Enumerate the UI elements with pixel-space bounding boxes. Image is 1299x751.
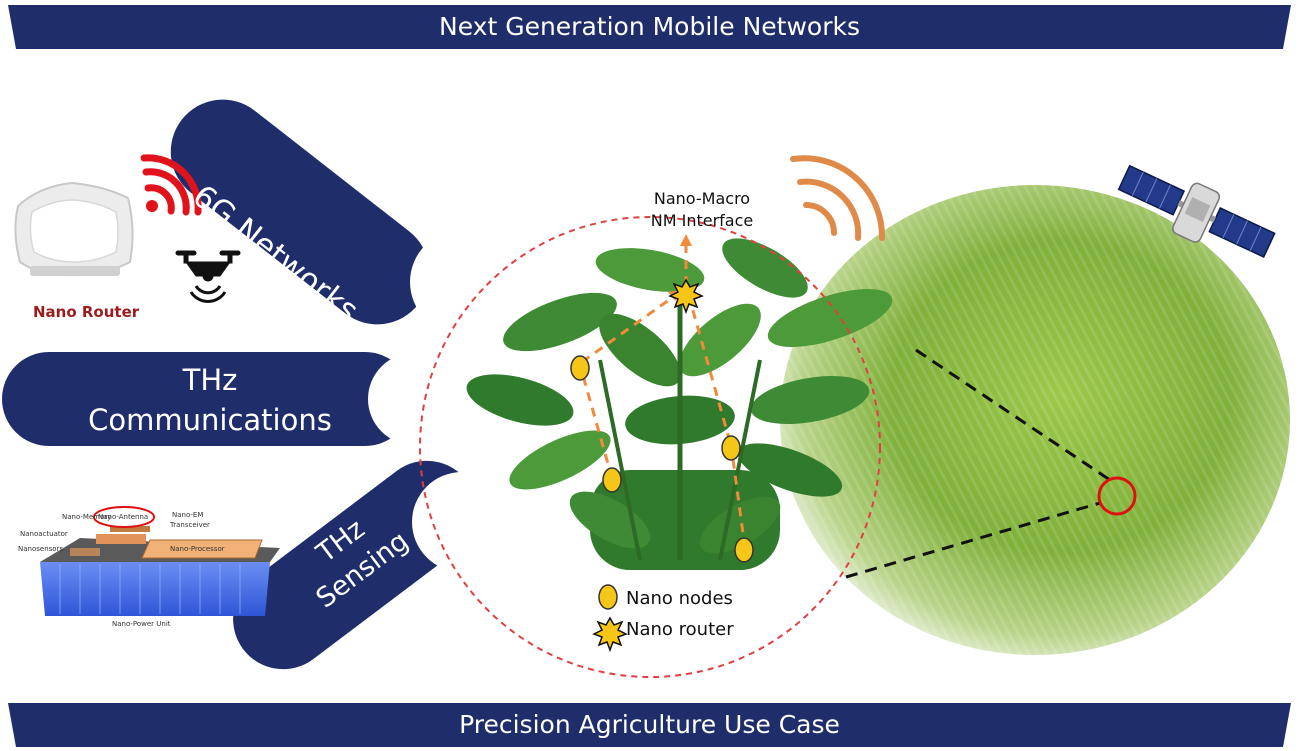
legend-node-icon: [598, 584, 618, 610]
nano-router-device-label: Nano Router: [33, 303, 140, 321]
nm-interface-line: NM Interface: [650, 211, 754, 230]
field-image: [780, 185, 1290, 655]
chip-label-em: Nano-EM: [172, 511, 204, 519]
nm-interface-line: Nano-Macro: [653, 189, 751, 208]
wifi-signal-icon: [790, 155, 886, 241]
chip-label-memory: Nano-Memory: [62, 513, 112, 521]
nano-router-marker: [668, 278, 704, 315]
legend-router-icon: [592, 616, 628, 653]
pill-6g-networks: [170, 99, 514, 334]
pill-label-line: THz: [182, 363, 238, 397]
chip-label-actuator: Nanoactuator: [20, 530, 68, 538]
target-circle: [1097, 476, 1137, 516]
pill-thz-sensing: [233, 460, 512, 670]
legend-router-label: Nano router: [626, 619, 734, 640]
chip-label-transceiver: Transceiver: [170, 521, 210, 529]
pill-label-thz-communications: THz Communications: [70, 360, 350, 440]
legend-nodes-label: Nano nodes: [626, 588, 733, 609]
satellite-icon: [1117, 164, 1276, 258]
top-banner: Next Generation Mobile Networks: [8, 5, 1291, 49]
drone-icon: [175, 250, 241, 303]
bottom-banner: Precision Agriculture Use Case: [8, 703, 1291, 747]
bottom-banner-title: Precision Agriculture Use Case: [459, 710, 840, 739]
data-path-arrows: [580, 240, 747, 549]
zoom-lines: [845, 348, 1111, 579]
nm-interface-label: Nano-Macro NM Interface: [640, 188, 764, 232]
zoom-circle: [419, 216, 881, 678]
plant-image: [466, 238, 893, 570]
pill-thz-communications: [2, 352, 460, 446]
nano-nodes: [570, 355, 754, 563]
router-device-icon: [14, 181, 134, 277]
pill-label-line: Communications: [88, 403, 332, 437]
nano-chip-icon: [40, 506, 280, 616]
chip-label-power: Nano-Power Unit: [112, 620, 171, 628]
wifi-signal-icon: [140, 154, 202, 216]
chip-label-processor: Nano-Processor: [170, 545, 225, 553]
chip-label-sensors: Nanosensors: [18, 545, 64, 553]
top-banner-title: Next Generation Mobile Networks: [439, 12, 860, 41]
chip-label-antenna: Nano-Antenna: [98, 513, 149, 521]
